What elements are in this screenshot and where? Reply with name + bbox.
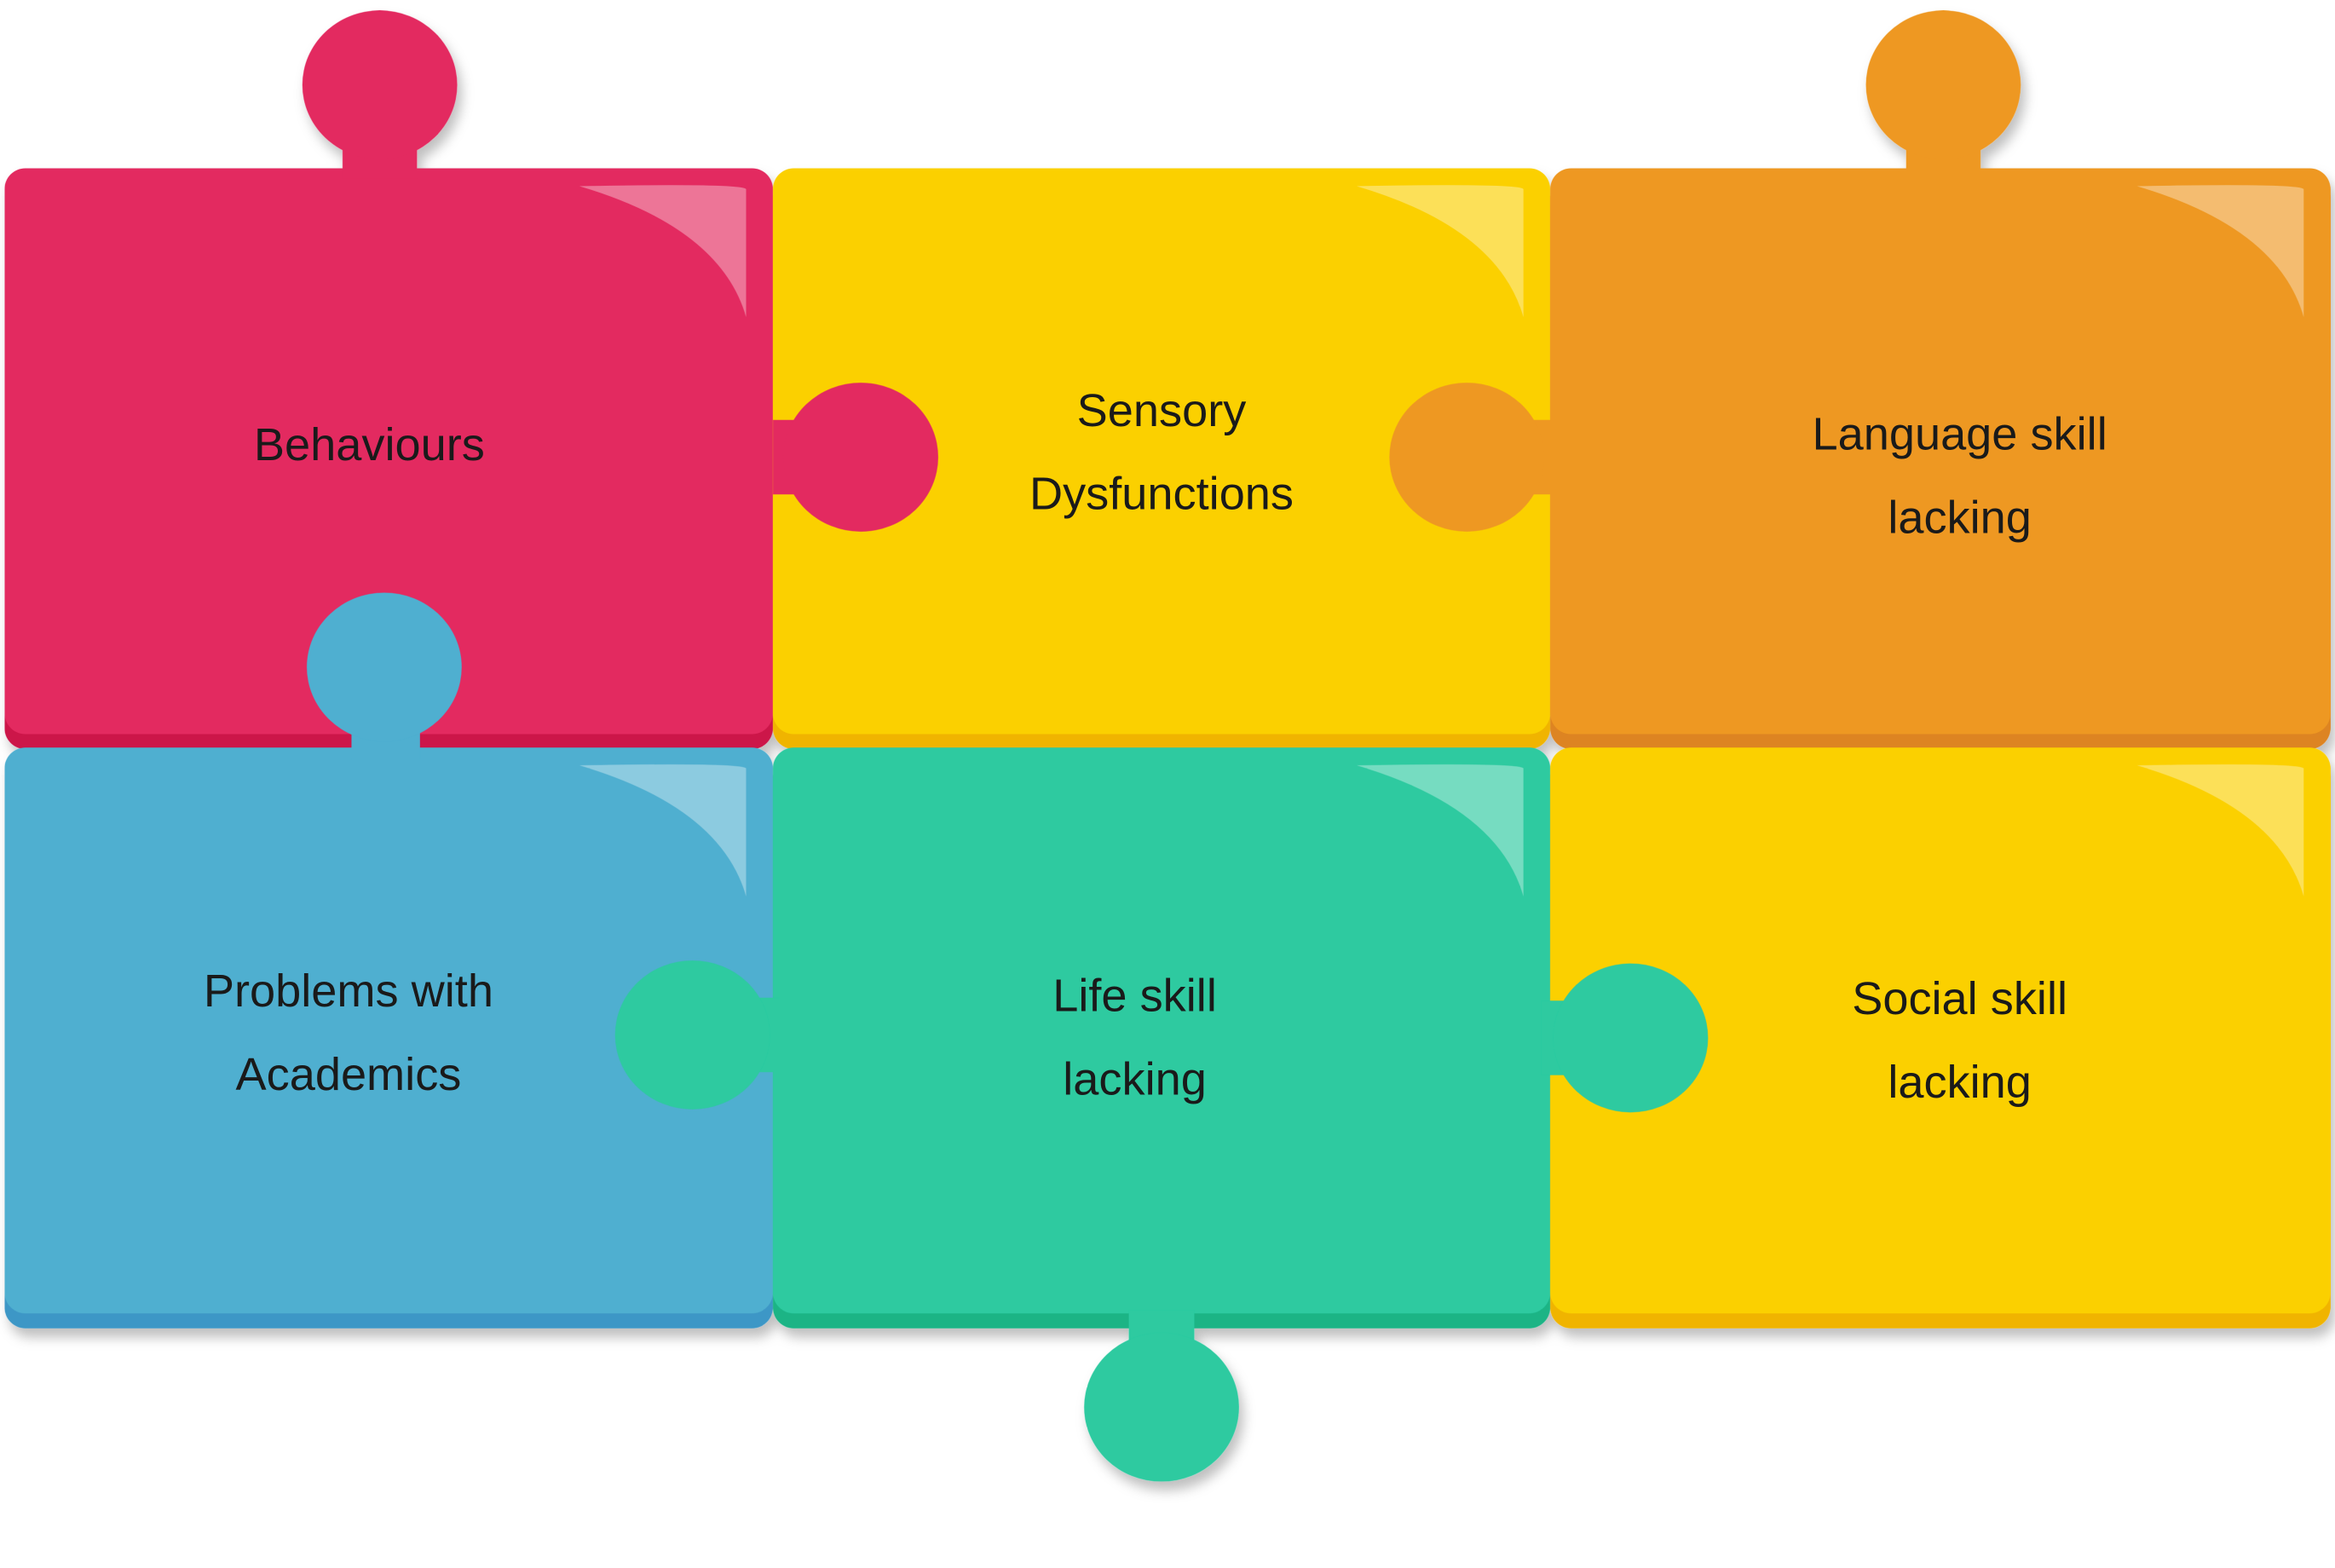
tab-behaviours-right-knob (783, 383, 938, 532)
tab-behaviours-top-knob (302, 10, 458, 159)
tab-lifeskill-bottom-knob (1084, 1332, 1239, 1482)
piece-sensory-body (772, 168, 1551, 735)
piece-language-shine (2136, 185, 2304, 318)
tab-academics-top-knob (307, 592, 462, 742)
tab-language-top-knob (1865, 10, 2021, 159)
piece-sensory-shine (1356, 185, 1524, 318)
piece-behaviours-body (4, 168, 773, 735)
tab-language-left-knob (1389, 383, 1545, 532)
tab-lifeskill-left-knob (614, 960, 770, 1110)
piece-academics-body (4, 747, 773, 1314)
piece-academics-shine (579, 764, 747, 896)
piece-social-body (1550, 747, 2331, 1314)
piece-social-shine (2136, 764, 2304, 896)
piece-language-body (1550, 168, 2331, 735)
label-behaviours: Behaviours (254, 419, 485, 470)
tab-lifeskill-right-knob (1553, 963, 1709, 1113)
piece-behaviours-shine (579, 185, 747, 318)
piece-lifeskill-shine (1356, 764, 1524, 896)
piece-lifeskill-body (772, 747, 1551, 1314)
